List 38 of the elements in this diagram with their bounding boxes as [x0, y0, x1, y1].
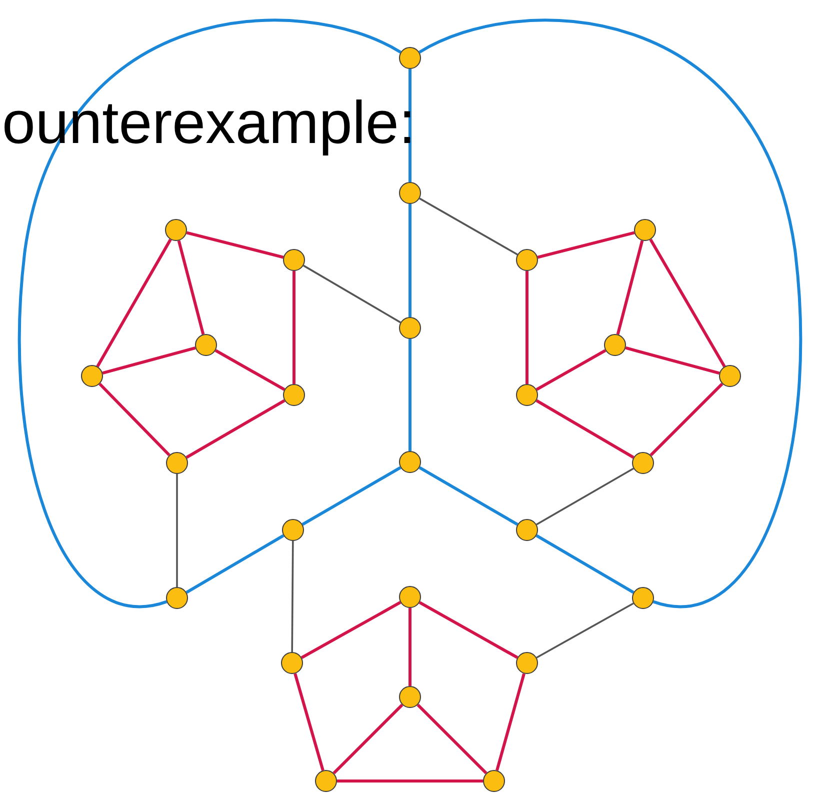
- graph-edge: [332, 704, 404, 774]
- graph-edge: [536, 399, 634, 459]
- graph-edge: [419, 198, 518, 256]
- graph-edge: [536, 468, 634, 526]
- graph-edge: [337, 780, 483, 782]
- graph-edge: [186, 399, 286, 459]
- graph-edge: [214, 349, 286, 391]
- graph-edge: [186, 231, 284, 259]
- graph-edge: [291, 541, 294, 652]
- graph-edge: [418, 601, 518, 659]
- graph-edge: [177, 240, 205, 335]
- graph-edge: [18, 18, 402, 608]
- graph-edge: [186, 534, 284, 594]
- graph-edge: [303, 264, 401, 324]
- graph-edge: [408, 608, 412, 686]
- graph-edge: [302, 466, 402, 526]
- graph-edge: [102, 346, 196, 375]
- graph-edge: [496, 673, 526, 771]
- graph-edge: [416, 704, 488, 774]
- graph-edge: [418, 18, 802, 608]
- graph-edge: [536, 534, 634, 594]
- graph-edge: [616, 240, 644, 335]
- graph-edge: [176, 474, 178, 587]
- graph-edge: [649, 238, 726, 368]
- graph-edge: [418, 466, 518, 526]
- graph-edge: [408, 339, 412, 451]
- graph-edge: [536, 349, 606, 391]
- graph-edge: [96, 238, 172, 368]
- graph-edge: [537, 231, 635, 259]
- graph-edge: [98, 382, 170, 456]
- graph-edge: [300, 601, 402, 659]
- graph-edge: [650, 382, 724, 456]
- graph-edge: [526, 271, 528, 384]
- graph-edge: [292, 271, 296, 384]
- graph-edge: [536, 602, 634, 658]
- graph-edge: [408, 204, 412, 317]
- graph-edge: [625, 346, 720, 375]
- graph-edge: [294, 673, 324, 771]
